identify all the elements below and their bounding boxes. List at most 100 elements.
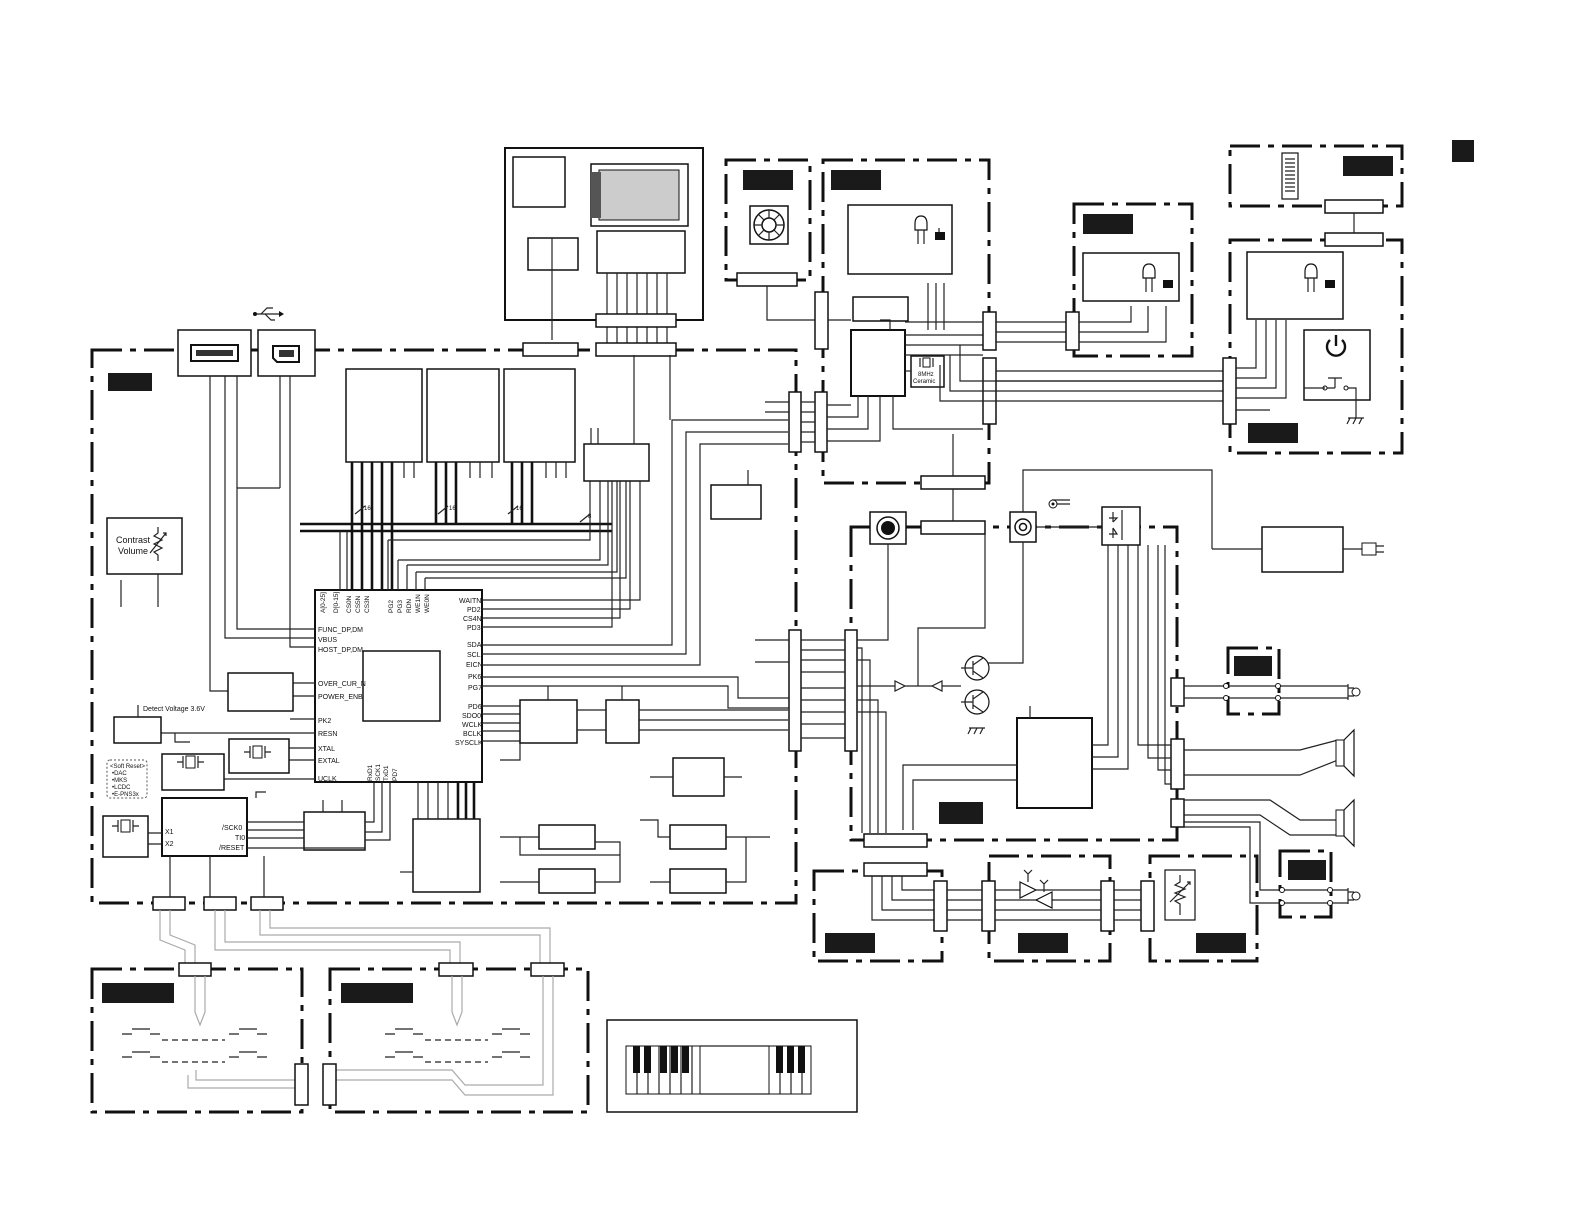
sub-cpu [161, 797, 248, 857]
panel-cpu [850, 329, 906, 397]
slider-icon [1281, 152, 1299, 200]
mic-amp-icon [1019, 869, 1101, 909]
transistor-icon [961, 689, 990, 715]
sound-ic [412, 818, 481, 893]
fan-icon [749, 205, 789, 245]
bus-width-label-3: 16 [516, 506, 523, 512]
connector-lcd-3 [522, 342, 579, 357]
dc-jack-icon [1009, 511, 1037, 543]
connector-audio-bottom-2 [863, 862, 928, 877]
cpu-pin-top-7: PG3 [397, 600, 404, 613]
headphone-jack-icon [869, 511, 907, 545]
cpu-pin-right-11: SDO0 [462, 713, 481, 720]
audio-amp [1016, 717, 1093, 809]
bus-buffer [583, 443, 650, 482]
cpu-pin-right-7: EICN [466, 662, 483, 669]
cpu-pin-left-9: EXTAL [318, 758, 340, 765]
label-block-pedal [825, 933, 875, 953]
contrast-volume-box [106, 517, 183, 575]
amp-block-2 [538, 868, 596, 894]
label-block-volume [1196, 933, 1246, 953]
ground-icon [1346, 417, 1364, 425]
connector-main-right-2 [788, 629, 802, 752]
connector-jack-2 [1170, 798, 1185, 828]
cpu-pin-right-8: PK6 [468, 674, 481, 681]
connector-key-3 [250, 896, 284, 911]
connector-speaker [1170, 738, 1185, 790]
jack-board-2-outline [1278, 849, 1333, 919]
soft-reset-line-4: •LCDC [112, 785, 131, 791]
soft-reset-line-1: <Soft Reset> [110, 764, 146, 770]
soft-reset-line-5: •E-PNS3x [112, 792, 139, 798]
bus-width-label-1: 16 [364, 506, 371, 512]
lcd-board-block-b [527, 237, 579, 271]
connector-slider-1 [1324, 199, 1384, 214]
panel-led-box [847, 204, 953, 275]
sub-pin-ti0: TI0 [235, 835, 245, 842]
connector-lcd-2 [595, 342, 677, 357]
cpu-pin-top-5: CS3N [364, 595, 371, 613]
connector-keyboard-c [530, 962, 565, 977]
key-switches-1 [122, 1028, 267, 1063]
connector-main-right-1 [788, 391, 802, 453]
keyboard-icon [625, 1045, 812, 1095]
connector-panel-top [814, 291, 829, 350]
cpu-pin-left-7: RESN [318, 731, 337, 738]
cpu-pin-top-4: CS5N [355, 595, 362, 613]
main-board-outline [90, 348, 798, 905]
label-block-slider [1343, 156, 1393, 176]
connector-lcd-1 [595, 313, 677, 328]
dac-block [605, 699, 640, 744]
label-block-audio [939, 802, 983, 824]
cpu-pin-right-4: PD3 [467, 625, 481, 632]
volume-label: Volume [118, 546, 148, 556]
cpu-pin-left-3: HOST_DP,DM [318, 647, 363, 654]
connector-panel-bottom-2 [920, 520, 986, 535]
headphone-jack-icon [1347, 684, 1361, 700]
connector-keyboard-b [438, 962, 474, 977]
crystal-icon [919, 357, 934, 368]
bus-width-label-2: 16 [449, 506, 456, 512]
connector-mic-2 [1100, 880, 1115, 932]
key-scan-ic [303, 811, 366, 851]
slider-board-outline [1228, 144, 1404, 208]
power-icon [1325, 335, 1347, 357]
cpu-pin-left-5: POWER_ENB [318, 694, 363, 701]
label-block-led [1083, 214, 1133, 234]
connector-led-board [1065, 311, 1080, 351]
cpu-pin-top-6: PG2 [388, 600, 395, 613]
cpu-pin-left-10: UCLK [318, 776, 337, 783]
ground-icon [967, 727, 985, 735]
label-block-power [1248, 423, 1298, 443]
cpu-pin-right-1: WAITN [459, 598, 481, 605]
power-switch-board-outline [1228, 238, 1404, 455]
crystal-icon [244, 745, 271, 759]
lcd-driver [596, 230, 686, 274]
cpu-pin-right-14: SYSCLK [455, 740, 483, 747]
soft-reset-line-3: •MKS [112, 778, 127, 784]
key-switches-2 [385, 1028, 530, 1063]
polarity-icon [1048, 499, 1070, 509]
sub-pin-sck0: /SCK0 [222, 825, 242, 832]
contrast-label: Contrast [116, 535, 151, 545]
speaker-icon [1335, 728, 1355, 778]
variable-resistor-icon [149, 527, 167, 561]
cpu-core [362, 650, 441, 722]
cpu-pin-top-1: A[0-25] [320, 592, 327, 613]
sub-pin-x1: X1 [165, 829, 174, 836]
label-block-panel [831, 170, 881, 190]
connector-slider-2 [1324, 232, 1384, 247]
memory-chip-3 [503, 368, 576, 463]
connector-audio-1 [844, 629, 858, 752]
detect-voltage-label: Detect Voltage 3.6V [143, 706, 205, 713]
lcd-panel-bezel [591, 172, 601, 218]
resonator-type-label: Ceramic [913, 379, 935, 385]
led-board-led-box [1082, 252, 1180, 302]
soft-reset-note [106, 759, 148, 799]
regulator-block [672, 757, 725, 797]
led-icon [914, 215, 945, 244]
label-block-fan [743, 170, 793, 190]
connector-pedal [933, 880, 948, 932]
amp-block-4 [669, 868, 727, 894]
